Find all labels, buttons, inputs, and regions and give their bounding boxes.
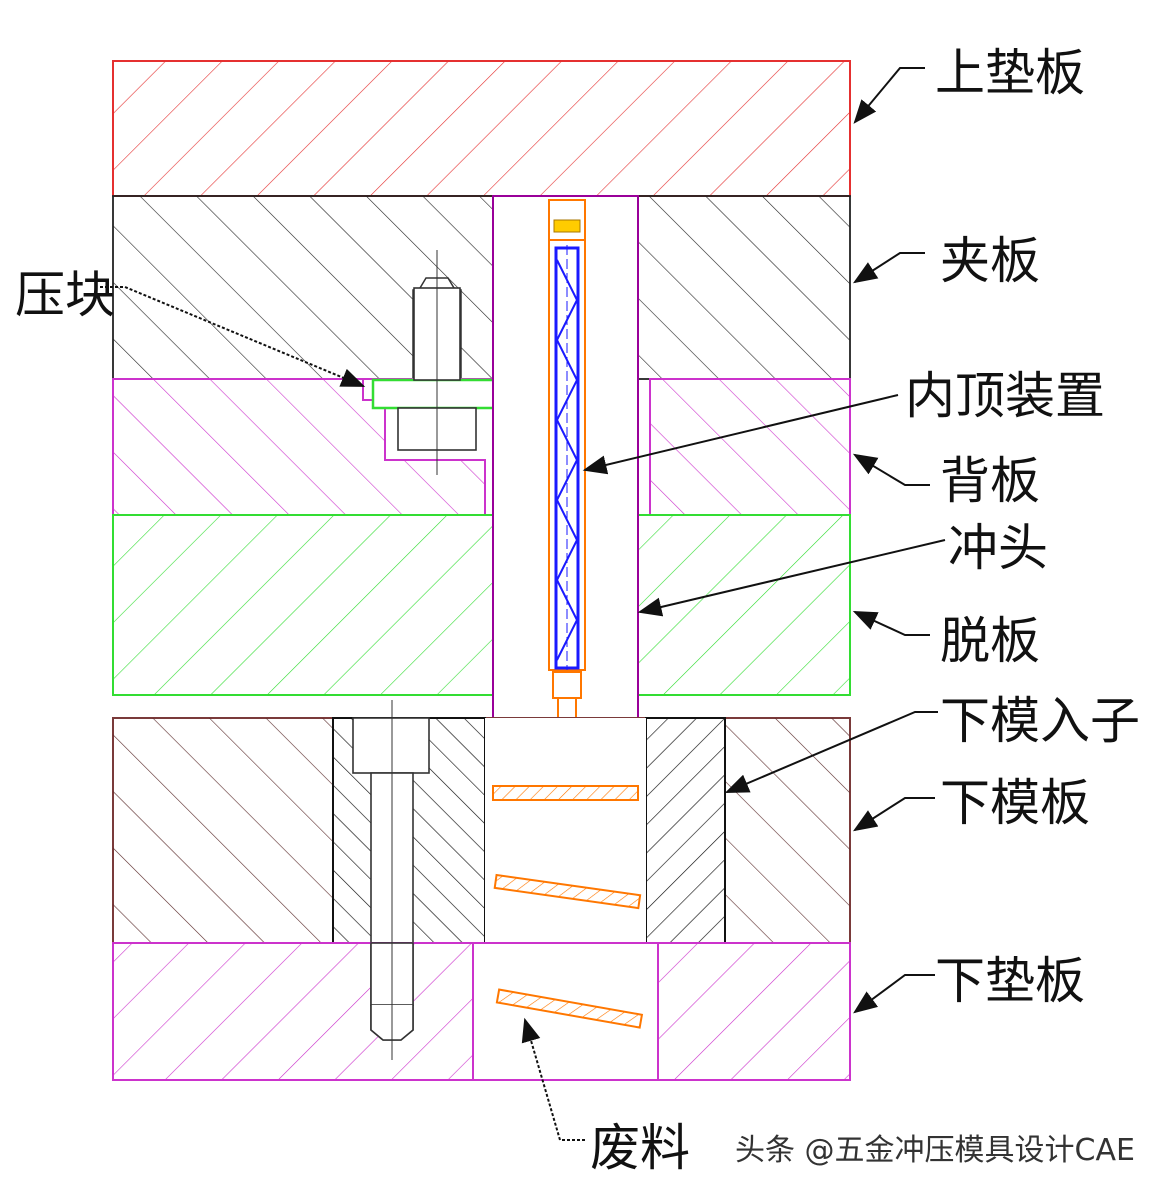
label-punch: 冲头 <box>948 519 1048 577</box>
press-block <box>371 378 507 410</box>
clamp-plate <box>112 195 851 381</box>
inner-ejector <box>548 199 586 787</box>
watermark: 头条 @五金冲压模具设计CAE <box>735 1133 1135 1168</box>
lower-backing-plate <box>112 940 851 1081</box>
scrap-pieces <box>493 873 644 1029</box>
ejector-head <box>492 785 639 801</box>
upper-screw <box>397 250 477 475</box>
label-lower-die-plate: 下模板 <box>940 774 1090 832</box>
leader-lines <box>100 67 946 1141</box>
label-upper-backing-plate: 上垫板 <box>935 44 1085 102</box>
upper-backing-plate <box>112 60 851 197</box>
stripper-plate <box>112 514 851 696</box>
label-stripper-plate: 脱板 <box>940 612 1040 670</box>
label-inner-ejector: 内顶装置 <box>905 367 1105 425</box>
label-lower-die-insert: 下模入子 <box>940 692 1140 750</box>
label-scrap: 废料 <box>590 1119 690 1177</box>
label-lower-backing-plate: 下垫板 <box>935 952 1085 1010</box>
lower-die-plate <box>112 717 851 944</box>
label-press-block: 压块 <box>15 266 115 324</box>
label-clamp-plate: 夹板 <box>940 232 1040 290</box>
label-back-plate: 背板 <box>940 452 1040 510</box>
